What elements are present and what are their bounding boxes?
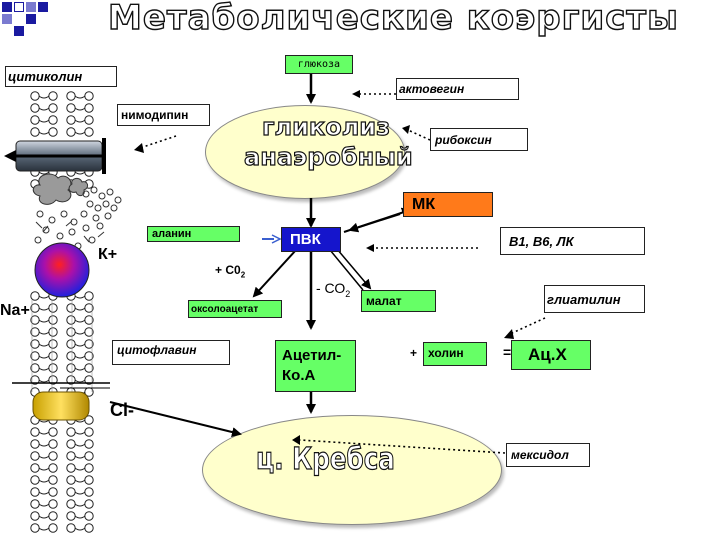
acetyl-coa-box: Ацетил- Ко.А	[275, 340, 356, 392]
corner-square-icon	[14, 2, 24, 12]
ion-channel-icon	[4, 138, 106, 174]
malate-box: малат	[361, 290, 436, 312]
lactic-acid-label: МК	[412, 195, 436, 213]
vitamins-label: В1, В6, ЛК	[509, 233, 574, 249]
glycolysis-ellipse	[205, 105, 405, 199]
co2-plus-label: + С02	[215, 263, 246, 280]
ion-pump-icon	[12, 382, 110, 421]
glycolysis-label-line2: анаэробный	[243, 142, 413, 171]
riboxin-box: рибоксин	[430, 128, 528, 151]
citicoline-box: цитиколин	[5, 66, 117, 87]
ion-cl-label: Cl-	[110, 400, 134, 420]
actovegin-label: актовегин	[399, 82, 465, 96]
acetyl-coa-label: Ацетил- Ко.А	[282, 347, 342, 384]
ion-na-label: Na+	[0, 302, 30, 319]
alanine-label: аланин	[152, 228, 192, 240]
ion-k-label: К+	[98, 246, 118, 263]
ach-label: Ац.Х	[528, 345, 567, 364]
nimodipine-label: нимодипин	[121, 108, 189, 122]
glucose-label: глюкоза	[297, 59, 341, 70]
corner-square-icon	[2, 14, 12, 24]
corner-square-icon	[38, 2, 48, 12]
equals-sign: =	[503, 344, 512, 360]
alanine-box: аланин	[147, 226, 240, 242]
enzyme-blob-icon	[32, 173, 122, 251]
glucose-box: глюкоза	[285, 55, 353, 74]
corner-square-icon	[14, 26, 24, 36]
vitamins-box: В1, В6, ЛК	[500, 227, 645, 255]
page-title: Метаболические коэргисты	[107, 0, 679, 39]
krebs-ellipse	[202, 415, 502, 525]
riboxin-label: рибоксин	[435, 132, 492, 147]
pyruvate-box: ПВК	[281, 227, 341, 252]
mexidol-box: мексидол	[506, 443, 590, 467]
nimodipine-box: нимодипин	[117, 104, 210, 126]
mexidol-label: мексидол	[511, 448, 569, 462]
malate-label: малат	[366, 294, 402, 308]
cytoflavin-label: цитофлавин	[117, 343, 197, 357]
krebs-label: ц. Кребса	[256, 441, 396, 477]
gliatilin-label: глиатилин	[547, 291, 621, 307]
actovegin-box: актовегин	[396, 78, 519, 100]
lactic-acid-box: МК	[403, 192, 493, 217]
glycolysis-label-line1: гликолиз	[261, 112, 391, 141]
choline-label: холин	[428, 346, 464, 360]
ach-box: Ац.Х	[511, 340, 591, 370]
choline-box: холин	[423, 342, 487, 366]
co2-minus-label: - СО2	[316, 280, 351, 299]
corner-square-icon	[26, 2, 36, 12]
citicoline-label: цитиколин	[8, 69, 83, 84]
pyruvate-label: ПВК	[290, 231, 321, 248]
corner-square-icon	[2, 2, 12, 12]
corner-square-icon	[26, 14, 36, 24]
gliatilin-box: глиатилин	[544, 285, 645, 313]
cytoflavin-box: цитофлавин	[112, 340, 230, 365]
oxaloacetate-label: оксолоацетат	[191, 303, 259, 315]
plus-sign: +	[410, 346, 418, 360]
membrane-icon	[30, 91, 94, 533]
receptor-sphere-icon	[34, 242, 90, 298]
oxaloacetate-box: оксолоацетат	[188, 300, 282, 318]
